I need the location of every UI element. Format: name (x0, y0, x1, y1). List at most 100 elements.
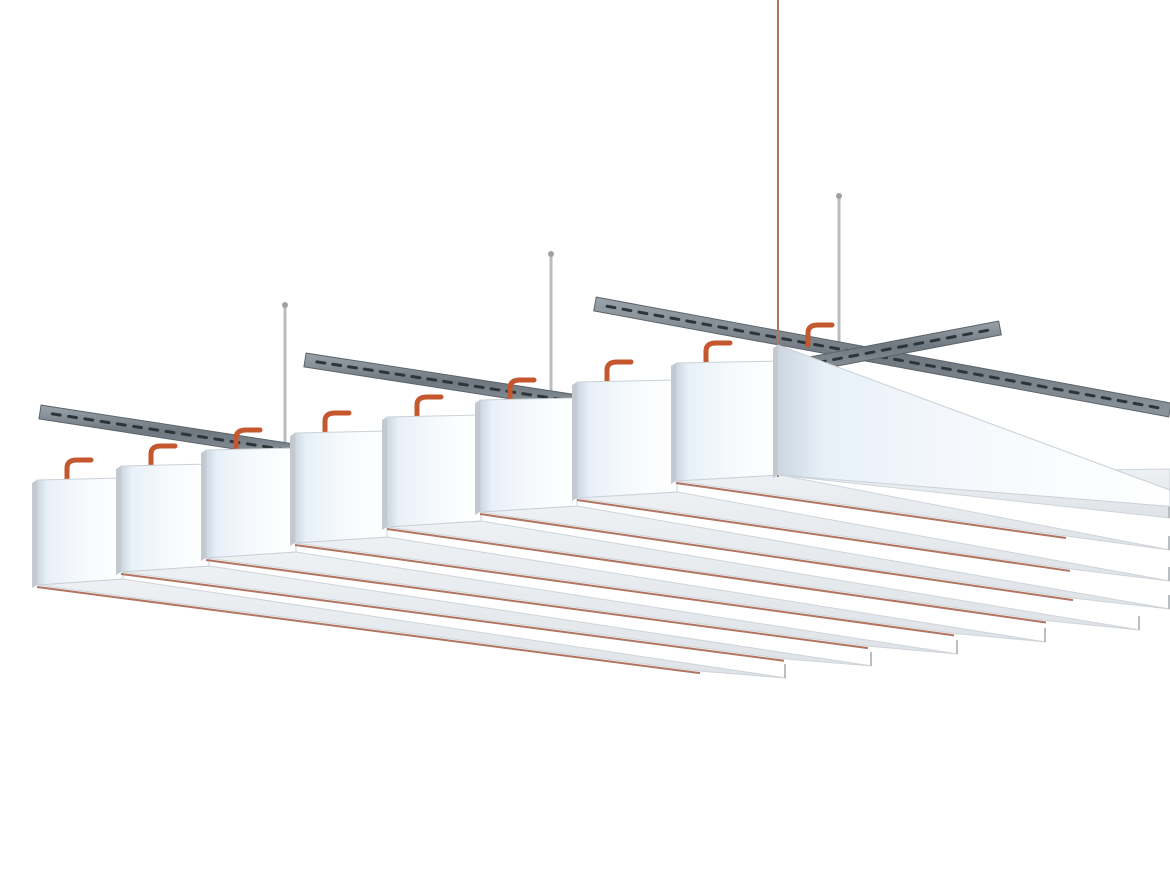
panel-side-edge (773, 345, 778, 478)
panel-copper-edge (294, 544, 955, 637)
rail-slot (197, 434, 208, 440)
rail-slot (1100, 395, 1112, 401)
copper-pipe-loop-icon (507, 377, 537, 403)
rail-slot (315, 360, 327, 365)
hanger-rod-icon (548, 251, 554, 257)
panel-side-edge (32, 480, 37, 588)
ceiling-panel-icon (671, 360, 1170, 551)
rail-slot (1116, 398, 1128, 404)
rail-slot (410, 375, 422, 380)
panel-end-cap (956, 640, 958, 654)
rail-slot (978, 328, 990, 334)
rail-slot (621, 307, 633, 313)
rail-slot (924, 363, 936, 369)
rail-slot (781, 337, 793, 342)
rail-slot (1132, 401, 1144, 407)
rail-slot (605, 304, 617, 310)
rail-slot (473, 384, 485, 389)
panel-copper-edge (386, 528, 1047, 624)
rail-slot (945, 335, 957, 340)
rail-slot (262, 444, 273, 450)
rail-slot (1052, 387, 1064, 392)
panel-copper-edge (675, 482, 1067, 539)
panel-end-cap (1138, 616, 1140, 630)
rail-slot (813, 342, 825, 348)
panel-copper-edge (120, 573, 785, 662)
rail-slot (832, 356, 843, 362)
panel-side-edge (475, 400, 480, 515)
rail-slot (864, 350, 876, 355)
rail-slot (99, 419, 111, 425)
rail-slot (331, 362, 343, 367)
rail-slot (245, 442, 257, 447)
rail-slot (669, 316, 681, 321)
rail-slot (962, 331, 973, 337)
panel-side-edge (382, 417, 387, 530)
rail-slot (426, 377, 438, 382)
panel-end-cap (784, 664, 786, 678)
rail-slot (347, 365, 358, 370)
panel-side-edge (572, 382, 577, 501)
ceiling-panel-icon (773, 0, 1170, 519)
rail-slot (829, 345, 841, 351)
rail-slot (765, 334, 777, 339)
hanger-rod-icon (836, 193, 842, 199)
panel-copper-edge (479, 513, 1074, 602)
rail-slot (442, 379, 453, 385)
rail-slot (164, 429, 176, 435)
rail-slot (797, 340, 809, 345)
hanger-rod-icon (282, 302, 288, 308)
ceiling-panel-icon (475, 397, 1170, 610)
copper-pipe-loop-icon (322, 410, 352, 436)
rail-slot (213, 437, 225, 442)
rail-slot (897, 344, 908, 349)
panel-front-face (294, 430, 388, 544)
rail-slot (180, 432, 192, 437)
panel-front-face (576, 379, 678, 499)
panel-front-face (479, 397, 578, 513)
rail-slot (457, 382, 469, 387)
rail-slot (115, 422, 127, 427)
rail-slot (956, 369, 968, 374)
rail-slot (83, 417, 95, 422)
hanger-rods (282, 193, 842, 445)
panel-front-face (36, 477, 124, 586)
rail-slot (378, 370, 390, 375)
panel-side-edge (201, 450, 206, 561)
rail-slot (685, 319, 697, 324)
rail-slot (929, 338, 941, 343)
ceiling-panel-icon (382, 414, 1141, 631)
rail-slot (1068, 390, 1080, 395)
panel-end-cap (870, 652, 872, 666)
panel-front-face (120, 463, 210, 573)
ceiling-panel-icon (116, 463, 873, 667)
ceiling-panel-icon (32, 477, 787, 679)
rail-slot (893, 357, 904, 363)
rail-slot (637, 310, 649, 316)
rail-slot (848, 353, 860, 358)
ceiling-panel-icon (572, 379, 1170, 582)
panel-front-face (205, 447, 297, 559)
rail-slot (733, 328, 745, 333)
rail-slot (521, 392, 533, 397)
rail-slot (909, 360, 920, 366)
rail-slot (50, 412, 62, 417)
panel-side-edge (290, 433, 295, 546)
rail-slot (1148, 404, 1160, 410)
rail-slot (880, 347, 892, 352)
panel-side-edge (671, 363, 676, 484)
rail-slot (362, 367, 374, 372)
rail-slot (653, 313, 665, 319)
panel-front-face (675, 360, 781, 482)
copper-pipe-loop-icon (148, 443, 178, 469)
panel-copper-edge (36, 586, 701, 675)
copper-pipe-loop-icon (805, 322, 835, 348)
rail-slot (148, 427, 160, 432)
rail-slot (972, 372, 984, 377)
rail-slot (67, 414, 78, 420)
ceiling-panel-icon (290, 430, 1047, 643)
rail-slot (132, 424, 143, 430)
rail-slot (537, 394, 548, 399)
rail-slot (717, 325, 729, 330)
rail-slot (1036, 384, 1048, 389)
